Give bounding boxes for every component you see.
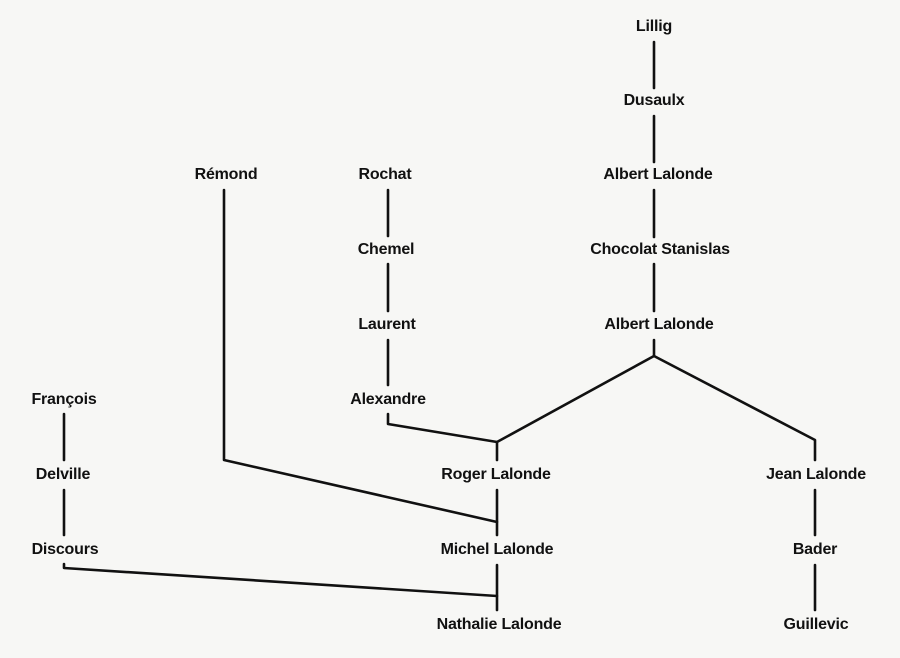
edge-discours-to-nathalie [62,562,499,598]
node-nathalie-lalonde: Nathalie Lalonde [436,616,562,633]
node-rochat: Rochat [358,166,412,183]
node-alexandre: Alexandre [350,391,426,408]
node-albert-lalonde-lower: Albert Lalonde [604,316,714,333]
node-michel-lalonde: Michel Lalonde [440,541,554,558]
node-roger-lalonde: Roger Lalonde [441,466,551,483]
edge-albert2-to-roger [495,338,656,462]
node-delville: Delville [35,466,91,483]
edge-albert2-to-jean [652,354,817,462]
node-chemel: Chemel [357,241,415,258]
node-lillig: Lillig [635,18,673,35]
node-laurent: Laurent [358,316,416,333]
node-remond: Rémond [194,166,258,183]
edge-alexandre-to-roger [386,412,499,444]
edge-remond-to-michel [222,188,499,524]
node-francois: François [31,391,97,408]
node-jean-lalonde: Jean Lalonde [766,466,866,483]
node-chocolat-stanislas: Chocolat Stanislas [590,241,730,258]
node-albert-lalonde-upper: Albert Lalonde [603,166,713,183]
node-discours: Discours [31,541,99,558]
node-dusaulx: Dusaulx [623,92,685,109]
node-bader: Bader [792,541,838,558]
node-guillevic: Guillevic [783,616,849,633]
